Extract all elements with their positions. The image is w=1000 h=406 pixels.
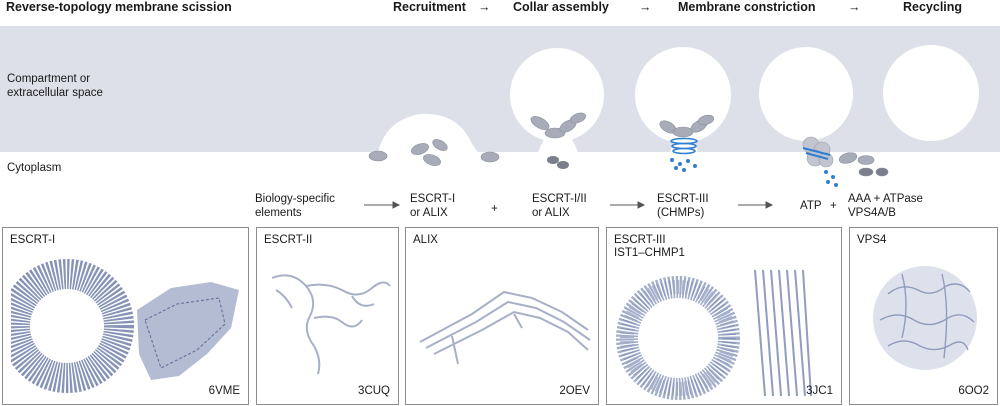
protein-complex xyxy=(875,167,889,177)
escrt-ii-structure-image xyxy=(271,274,391,375)
protein-complex xyxy=(547,156,559,164)
pdb-id: 2OEV xyxy=(559,385,590,397)
escrt-iii-spiral xyxy=(670,137,698,155)
panel-title: ESCRT-II xyxy=(264,234,313,246)
protein-complex xyxy=(530,116,550,130)
panel-vps4: VPS4 6OO2 xyxy=(849,227,998,405)
vps4-structure-image xyxy=(873,266,977,370)
step-membrane-constriction: Membrane constriction xyxy=(678,0,816,14)
panel-title: ALIX xyxy=(413,234,438,246)
panel-title: ESCRT-I xyxy=(10,234,56,246)
step-arrow: → xyxy=(639,0,652,14)
escrt-iii-structure-image xyxy=(616,269,812,400)
plus-sign: + xyxy=(491,203,498,215)
plus-sign: + xyxy=(830,200,837,212)
alix-structure-image xyxy=(419,290,591,365)
protein-complex xyxy=(557,161,569,169)
protein-complex xyxy=(432,139,448,151)
membrane-scission-diagram xyxy=(0,26,1000,209)
protein-complex xyxy=(857,155,875,165)
protein-complex xyxy=(672,126,694,138)
step-arrow: → xyxy=(478,0,491,14)
step-arrow: → xyxy=(848,0,861,14)
cytoplasm-label: Cytoplasm xyxy=(7,162,62,174)
protein-complex xyxy=(697,114,715,126)
protein-complex xyxy=(858,167,874,177)
pdb-id: 3CUQ xyxy=(358,385,390,397)
panel-alix: ALIX 2OEV xyxy=(405,227,599,405)
protein-complex xyxy=(838,152,858,164)
membrane-bud-scission xyxy=(759,47,853,141)
protein-complex xyxy=(423,154,441,166)
step-collar-assembly: Collar assembly xyxy=(513,0,609,14)
step-recruitment: Recruitment xyxy=(393,0,466,14)
escrt-iii-label: ESCRT-III(CHMPs) xyxy=(657,193,709,219)
diagram-title: Reverse-topology membrane scission xyxy=(6,0,232,14)
protein-complex xyxy=(411,143,429,155)
panel-escrt-i: ESCRT-I 6VME xyxy=(2,227,249,405)
escrt-iii-filament xyxy=(802,147,831,160)
protein-complex xyxy=(368,150,388,162)
pdb-id: 6VME xyxy=(208,385,240,397)
pdb-id: 6OO2 xyxy=(958,385,989,397)
membrane-bud-shallow xyxy=(378,113,478,152)
membrane-vesicle-released xyxy=(883,45,979,141)
step-recycling: Recycling xyxy=(903,0,963,14)
protein-complex xyxy=(480,151,500,163)
atp-label: ATP xyxy=(800,200,822,212)
bud-neck xyxy=(670,132,698,152)
panel-escrt-ii: ESCRT-II 3CUQ xyxy=(256,227,399,405)
pdb-id: 3JC1 xyxy=(806,385,833,397)
protein-complex xyxy=(570,112,586,124)
panel-title: VPS4 xyxy=(857,234,887,246)
escrt-i-structure-image xyxy=(11,259,239,393)
